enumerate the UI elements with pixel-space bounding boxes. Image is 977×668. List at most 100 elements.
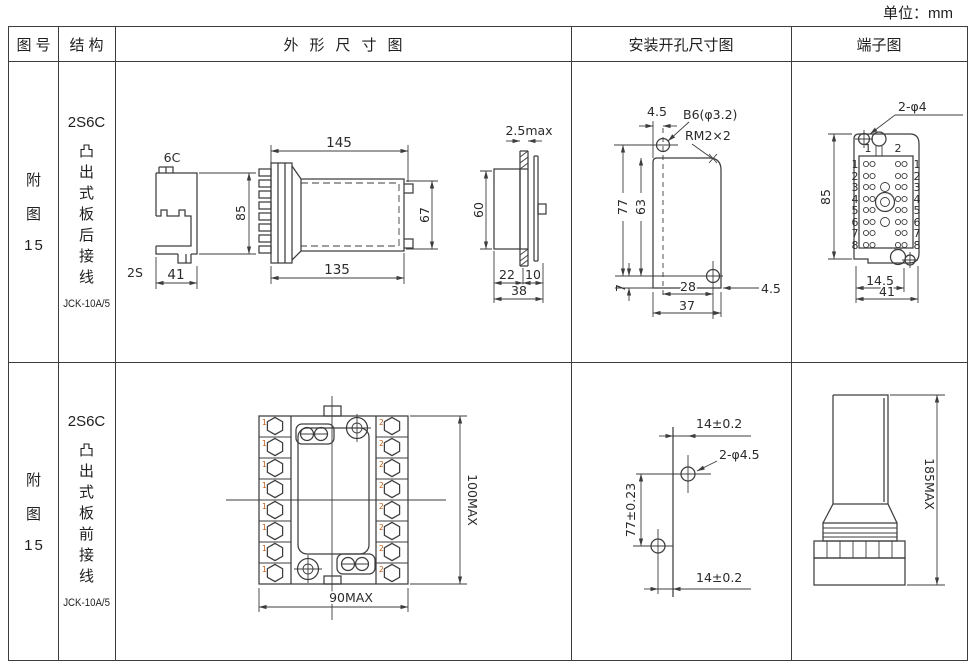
thread-spec-label: RM2×2	[685, 128, 731, 143]
fig-char: 图	[25, 206, 41, 223]
table-divider	[571, 27, 572, 660]
outline-drawing-row2: 11 11 11 11 22 22 22 22	[226, 396, 482, 620]
svg-text:4: 4	[852, 193, 859, 206]
terminal-drawing-row1: 2-φ4 1 2 1 2 3 4 5 6 7 8	[816, 97, 963, 303]
mounting-drawing-row1: 4.5 B6(φ3.2) RM2×2 77 63 7 28 4.5	[611, 102, 783, 319]
dim-90max: 90MAX	[329, 590, 373, 605]
svg-text:1: 1	[262, 481, 267, 490]
svg-text:1: 1	[262, 544, 267, 553]
table-divider	[58, 27, 59, 660]
dim-85: 85	[233, 205, 248, 221]
structure-row2: 2S6C 凸出式板前接线 JCK-10A/5	[58, 362, 115, 660]
bottom-tab	[323, 575, 342, 585]
svg-text:1: 1	[914, 158, 921, 171]
fig-char: 附	[25, 172, 41, 189]
hole-spec-label: 2-φ4.5	[719, 447, 760, 462]
svg-text:5: 5	[852, 204, 859, 217]
hex-terminals-left	[266, 416, 284, 583]
hex-numbers-left: 11 11 11 11	[262, 418, 267, 574]
mount-type-label: 凸出式板前接线	[78, 442, 94, 585]
fig-no-row2: 附 图 15	[9, 362, 58, 660]
fig-number: 15	[24, 536, 45, 554]
header-mounting: 安装开孔尺寸图	[628, 36, 734, 54]
dim-4-5-right: 4.5	[761, 281, 781, 296]
pin-field	[858, 155, 914, 249]
dim-14-bottom: 14±0.2	[696, 570, 742, 585]
dim-135: 135	[324, 262, 350, 278]
svg-text:2: 2	[852, 170, 859, 183]
hex-terminals-right	[383, 416, 401, 583]
pin-numbers-right: 1 2 3 4 5 6 7 8	[914, 158, 921, 252]
fig-char: 图	[25, 505, 41, 523]
dim-41: 41	[879, 284, 895, 299]
dim-100max: 100MAX	[465, 474, 480, 526]
dim-85: 85	[818, 189, 833, 205]
svg-text:1: 1	[262, 460, 267, 469]
header-terminal: 端子图	[856, 36, 902, 54]
header-outline: 外形尺寸图	[283, 36, 414, 54]
svg-text:2: 2	[379, 544, 384, 553]
terminal-block-outline	[853, 133, 920, 264]
svg-text:4: 4	[914, 193, 921, 206]
model-label: 2S6C	[67, 413, 106, 430]
table-divider	[115, 27, 116, 660]
dim-37: 37	[679, 298, 695, 313]
svg-text:2: 2	[379, 502, 384, 511]
dim-2-phi4: 2-φ4	[898, 99, 927, 114]
svg-text:2: 2	[914, 170, 921, 183]
table-divider	[9, 61, 967, 62]
dim-28: 28	[680, 279, 696, 294]
side-view: 145 67 135	[258, 133, 438, 284]
mount-type-label: 凸出式板后接线	[78, 142, 94, 286]
unit-label: 单位：mm	[883, 5, 953, 22]
mount-hole-bottom-left	[294, 555, 322, 583]
fig-number: 15	[24, 237, 45, 254]
svg-text:2: 2	[379, 523, 384, 532]
dim-14-5: 14.5	[866, 273, 894, 288]
fig-char: 附	[25, 471, 41, 489]
column-label: 1	[865, 142, 872, 155]
dim-14-top: 14±0.2	[696, 416, 742, 431]
panel-section-view: 2.5max 60 22 10 38	[469, 121, 554, 303]
dim-67: 67	[417, 207, 432, 223]
guide-post-bottom	[889, 248, 907, 266]
dim-41: 41	[167, 267, 184, 283]
svg-text:6: 6	[852, 216, 859, 229]
pin-numbers-left: 1 2 3 4 5 6 7 8	[852, 158, 859, 252]
svg-text:2: 2	[379, 481, 384, 490]
dim-145: 145	[326, 135, 352, 151]
svg-text:1: 1	[262, 418, 267, 427]
column-label: 2	[895, 142, 902, 155]
svg-text:6: 6	[914, 216, 921, 229]
cutout-outline	[652, 157, 722, 289]
relay-code-label: JCK-10A/5	[63, 297, 110, 310]
model-label: 2S6C	[67, 113, 106, 131]
dim-38: 38	[511, 283, 527, 298]
svg-text:2: 2	[379, 460, 384, 469]
terminal-drawing-row2: 185MAX	[813, 394, 945, 586]
header-fig-no: 图号	[16, 36, 55, 54]
svg-text:7: 7	[914, 227, 921, 240]
dim-4-5-top: 4.5	[647, 104, 667, 119]
outline-drawing-row1: 6C 2S 85 41 145	[125, 121, 554, 303]
hex-numbers-right: 22 22 22 22	[379, 418, 384, 574]
mounting-drawing-row2: 14±0.2 2-φ4.5 77±0.23 14±0.2	[621, 414, 761, 597]
dim-185max: 185MAX	[922, 458, 937, 510]
svg-text:3: 3	[852, 181, 859, 194]
svg-text:1: 1	[852, 158, 859, 171]
svg-text:8: 8	[914, 239, 921, 252]
svg-text:1: 1	[262, 502, 267, 511]
svg-text:1: 1	[262, 439, 267, 448]
mount-hole-top-right	[343, 414, 371, 442]
relay-body-outline	[297, 427, 370, 555]
svg-text:1: 1	[262, 565, 267, 574]
table-divider	[9, 362, 967, 363]
fig-no-row1: 附 图 15	[9, 61, 58, 362]
dim-6c: 6C	[164, 150, 181, 165]
svg-text:2: 2	[379, 418, 384, 427]
header-structure: 结构	[69, 36, 108, 54]
top-tab	[323, 405, 342, 417]
structure-row1: 2S6C 凸出式板后接线 JCK-10A/5	[58, 61, 115, 362]
svg-text:2: 2	[379, 565, 384, 574]
dim-10: 10	[525, 267, 541, 282]
